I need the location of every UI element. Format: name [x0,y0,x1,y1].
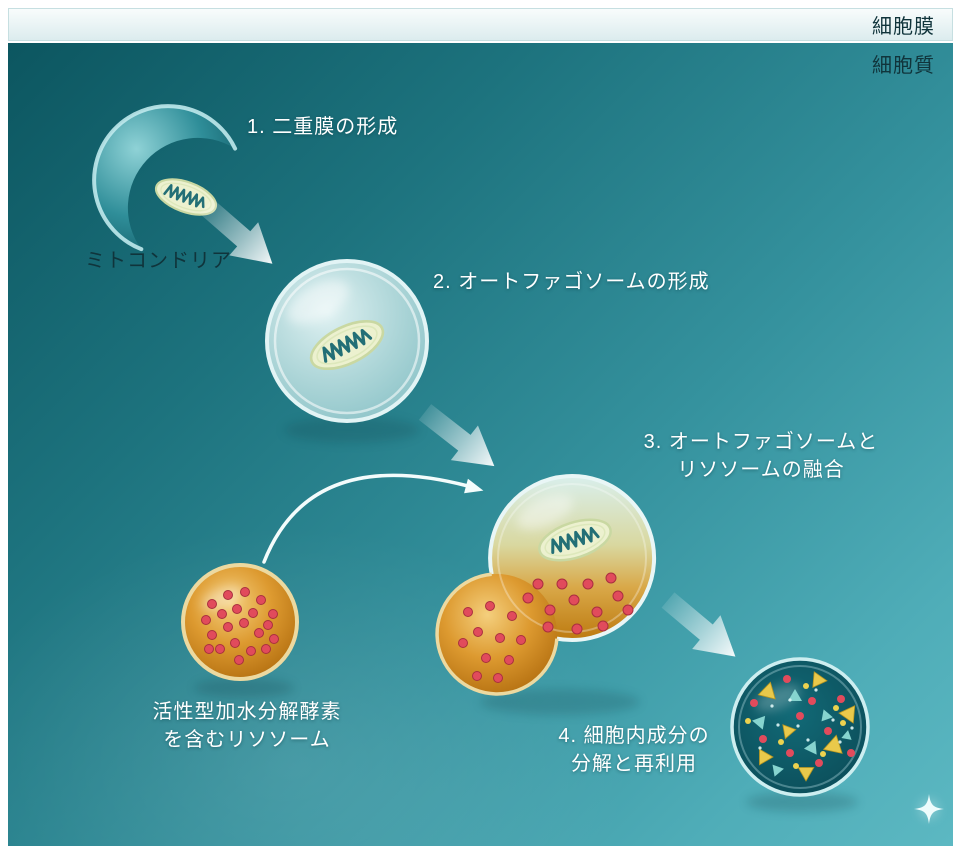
mitochondria-label: ミトコンドリア [85,250,232,272]
curved-arrow-icon [262,473,484,564]
step3-label: 3. オートファゴソームと リソソームの融合 [628,428,894,484]
arrow-step2-to-step3-icon [411,394,508,484]
step1-label: 1. 二重膜の形成 [247,116,399,138]
lysosome-label-line2: を含むリソソーム [163,729,331,751]
cell-membrane-label: 細胞膜 [872,16,935,38]
enzyme-dots [201,587,279,665]
autophagosome [265,259,429,423]
step4-label-line1: 4. 細胞内成分の [558,725,710,747]
autolysosome [730,657,870,797]
enzyme-dots-fusion [458,572,634,683]
step3-label-line2: リソソームの融合 [677,459,845,481]
autophagosome-lysosome-fusion [435,474,657,696]
arrow-step3-to-step4-icon [653,583,750,674]
cell-membrane-band [8,8,953,41]
step4-label-line2: 分解と再利用 [571,753,697,775]
organelle-shadows [194,417,858,812]
lysosome-label-line1: 活性型加水分解酵素 [152,701,342,723]
lysosome-label: 活性型加水分解酵素 を含むリソソーム [116,698,378,754]
cytoplasm-label: 細胞質 [872,55,935,77]
lysosome [181,563,299,681]
degraded-debris [745,671,856,782]
sparkle-icon [914,794,944,824]
step4-label: 4. 細胞内成分の 分解と再利用 [520,722,748,778]
step2-label: 2. オートファゴソームの形成 [433,271,710,293]
phagophore-crescent [92,104,238,252]
step3-label-line1: 3. オートファゴソームと [643,431,879,453]
